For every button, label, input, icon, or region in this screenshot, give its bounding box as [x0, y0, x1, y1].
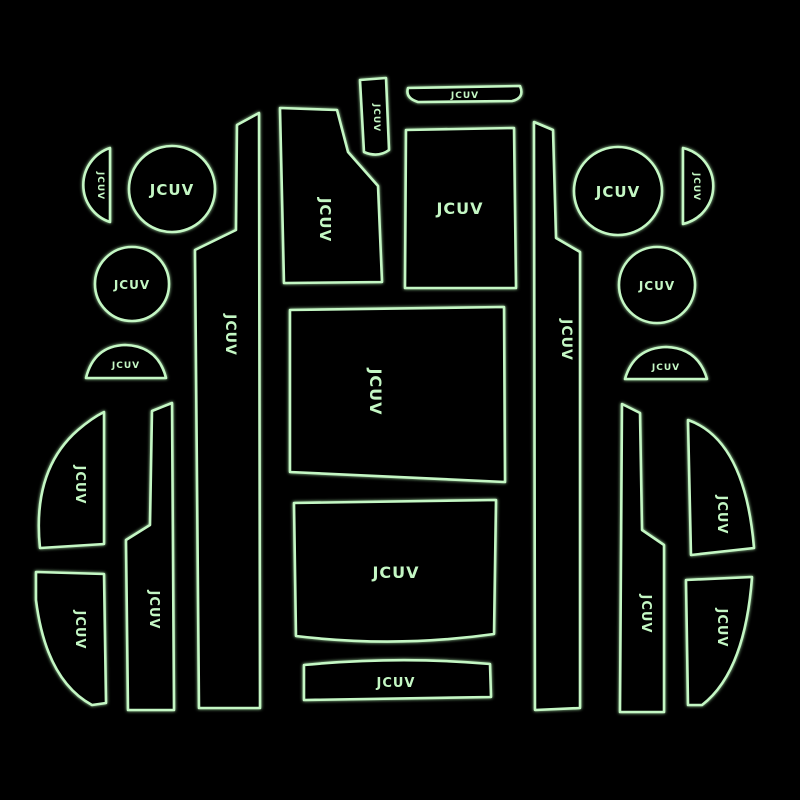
logo-text: JCUV — [595, 183, 640, 201]
mat-upper-center-right: JCUV — [403, 126, 518, 290]
logo-text: JCUV — [366, 367, 385, 415]
logo-text: JCUV — [222, 313, 238, 356]
mat-right-bottom-rounded: JCUV — [684, 575, 754, 707]
mat-right-long-strip: JCUV — [532, 120, 582, 712]
logo-text: JCUV — [72, 465, 87, 505]
logo-text: JCUV — [111, 361, 140, 371]
logo-text: JCUV — [638, 279, 675, 293]
logo-text: JCUV — [450, 91, 479, 101]
mat-left-circle-large: JCUV — [127, 144, 217, 234]
logo-text: JCUV — [146, 590, 161, 630]
logo-text: JCUV — [558, 318, 574, 361]
mat-right-circle-medium: JCUV — [617, 245, 697, 325]
logo-text: JCUV — [95, 171, 105, 200]
mat-upper-center-left: JCUV — [278, 106, 384, 285]
mat-right-half-dome: JCUV — [623, 345, 709, 381]
mat-right-half-circle-top: JCUV — [681, 146, 715, 226]
logo-text: JCUV — [376, 676, 416, 691]
logo-text: JCUV — [638, 594, 653, 634]
mat-left-circle-medium: JCUV — [93, 245, 171, 323]
mat-left-bottom-rounded: JCUV — [34, 570, 108, 707]
logo-text: JCUV — [714, 495, 729, 535]
logo-text: JCUV — [72, 610, 87, 650]
logo-text: JCUV — [651, 363, 680, 373]
mat-right-door-strip-small: JCUV — [618, 402, 666, 714]
mat-right-lower-rounded: JCUV — [686, 418, 756, 557]
mat-left-half-circle-top: JCUV — [82, 146, 112, 224]
mat-middle-large: JCUV — [288, 305, 507, 484]
logo-text: JCUV — [435, 199, 483, 218]
logo-text: JCUV — [149, 181, 194, 199]
logo-text: JCUV — [371, 563, 419, 582]
logo-text: JCUV — [691, 172, 701, 201]
mat-left-lower-rounded: JCUV — [37, 410, 106, 550]
mat-top-small-slot: JCUV — [358, 76, 391, 156]
mat-left-door-strip-small: JCUV — [124, 401, 176, 712]
mat-right-circle-large: JCUV — [572, 145, 664, 237]
mat-lower-center: JCUV — [292, 498, 498, 643]
logo-text: JCUV — [113, 278, 150, 292]
mat-bottom-strip: JCUV — [302, 658, 493, 702]
mat-left-half-dome: JCUV — [84, 343, 168, 380]
logo-text: JCUV — [714, 608, 729, 648]
logo-text: JCUV — [316, 197, 334, 242]
mat-top-strip: JCUV — [406, 84, 523, 104]
logo-text: JCUV — [371, 103, 381, 132]
mat-left-long-strip: JCUV — [193, 111, 262, 710]
